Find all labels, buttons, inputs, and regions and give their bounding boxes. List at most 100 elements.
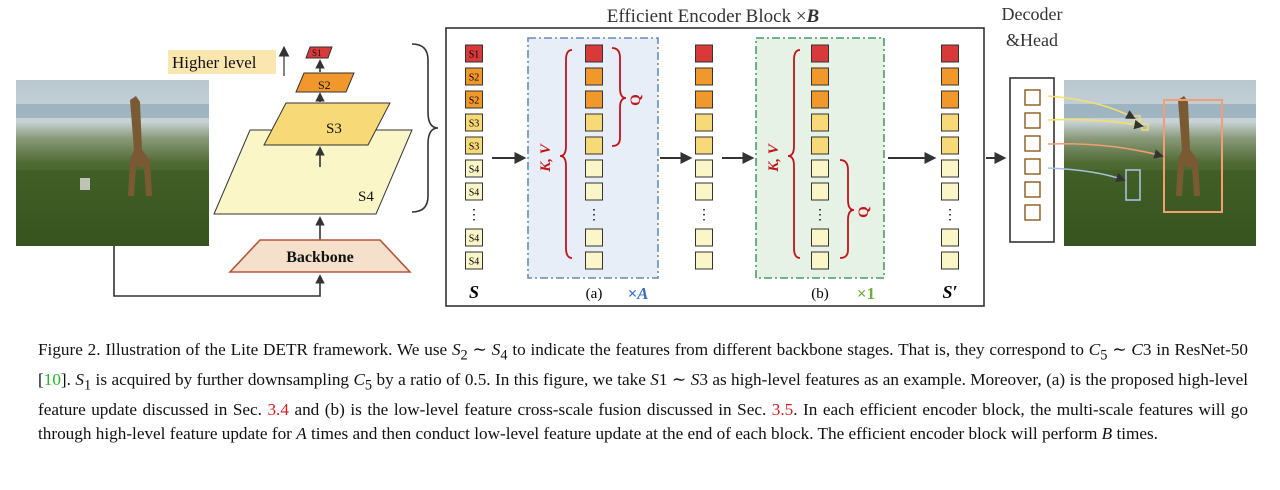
s1-plane (305, 46, 333, 59)
backbone-block: Backbone (228, 239, 412, 273)
token-s4 (465, 228, 483, 247)
token-s3 (811, 113, 829, 132)
backbone-label: Backbone (286, 249, 354, 266)
token-s4 (585, 228, 603, 247)
image-to-backbone-line (113, 246, 325, 297)
input-image (16, 80, 209, 246)
token-label: S1 (469, 50, 480, 61)
token-s4 (585, 182, 603, 201)
token-s1 (695, 44, 713, 63)
token-s2 (695, 90, 713, 109)
token-label: S4 (469, 165, 480, 176)
token-s2 (695, 67, 713, 86)
output-symbol: S′ (942, 282, 957, 302)
s3-label: S3 (326, 121, 342, 137)
encoder-title: Efficient Encoder Block ×B (607, 6, 819, 27)
decoder-query (1024, 112, 1041, 129)
s2-plane (295, 72, 355, 93)
token-label: S2 (469, 73, 480, 84)
token-s3 (941, 136, 959, 155)
ellipsis-token: ⋮ (587, 208, 601, 223)
token-label: S4 (469, 257, 480, 268)
token-s3 (585, 136, 603, 155)
token-label: S4 (469, 188, 480, 199)
decoder-label-line1: Decoder (1002, 4, 1063, 24)
panel-a: K, V Q ⋮ (527, 37, 659, 279)
decoder-query (1024, 135, 1041, 152)
token-s2 (585, 90, 603, 109)
token-s4 (585, 251, 603, 270)
token-s2 (941, 67, 959, 86)
s2-label: S2 (318, 78, 331, 92)
token-s2 (811, 90, 829, 109)
pyramid-brace (411, 43, 439, 213)
s3-plane (263, 102, 391, 146)
token-s4 (465, 182, 483, 201)
ellipsis-token: ⋮ (943, 208, 957, 223)
decoder-query (1024, 158, 1041, 175)
panel-b-label: (b) (811, 286, 829, 302)
token-s2 (465, 67, 483, 86)
token-s3 (941, 113, 959, 132)
output-image (1047, 80, 1256, 246)
panel-b-repeat: ×1 (857, 284, 875, 303)
encoder-frame (445, 27, 985, 307)
token-label: S2 (469, 96, 480, 107)
token-label: S4 (469, 234, 480, 245)
panel-a-label: (a) (586, 286, 603, 302)
token-s4 (811, 182, 829, 201)
token-s3 (695, 136, 713, 155)
ellipsis-token: ⋮ (697, 208, 711, 223)
citation-10[interactable]: 10 (43, 369, 61, 389)
token-s4 (941, 182, 959, 201)
section-ref-3-5[interactable]: 3.5 (771, 399, 794, 419)
feature-pyramid: S4 S3 S2 S1 (213, 46, 413, 240)
token-s3 (585, 113, 603, 132)
token-s4 (941, 228, 959, 247)
middle-token-column: ⋮ (695, 44, 713, 270)
token-s1 (585, 44, 603, 63)
token-s3 (465, 113, 483, 132)
token-s4 (695, 182, 713, 201)
token-s3 (811, 136, 829, 155)
zebra-box (1125, 169, 1141, 201)
token-s4 (811, 228, 829, 247)
output-token-column: ⋮ (941, 44, 959, 270)
token-s4 (941, 251, 959, 270)
panel-a-repeat: ×A (627, 284, 648, 303)
token-s4 (941, 159, 959, 178)
token-s3 (695, 113, 713, 132)
panel-a-kv-label: K, V (538, 142, 554, 173)
token-s4 (695, 251, 713, 270)
section-ref-3-4[interactable]: 3.4 (267, 399, 289, 419)
decoder-query (1024, 181, 1041, 198)
panel-b: K, V Q ⋮ (755, 37, 885, 279)
panel-b-kv-label: K, V (766, 142, 782, 173)
panel-a-token-column: ⋮ (585, 44, 603, 270)
token-s1 (811, 44, 829, 63)
panel-a-q-label: Q (628, 94, 644, 106)
higher-level-tag: Higher level (168, 45, 290, 76)
ellipsis-token: ⋮ (813, 208, 827, 223)
token-s2 (941, 90, 959, 109)
giraffe-box (1163, 99, 1223, 213)
decoder-label-line2: &Head (1006, 30, 1058, 50)
token-s2 (585, 67, 603, 86)
token-s1 (465, 44, 483, 63)
panel-b-token-column: ⋮ (811, 44, 829, 270)
token-s2 (465, 90, 483, 109)
token-s4 (811, 251, 829, 270)
token-label: S3 (469, 119, 480, 130)
token-s4 (695, 159, 713, 178)
s1-label: S1 (312, 48, 322, 58)
token-s4 (695, 228, 713, 247)
higher-level-label: Higher level (172, 53, 257, 72)
token-s4 (465, 159, 483, 178)
decoder-query (1024, 204, 1041, 221)
decoder-block (1009, 77, 1055, 243)
token-s2 (811, 67, 829, 86)
decoder-query (1024, 89, 1041, 106)
input-symbol: S (469, 282, 479, 302)
ellipsis-token: ⋮ (467, 208, 481, 223)
